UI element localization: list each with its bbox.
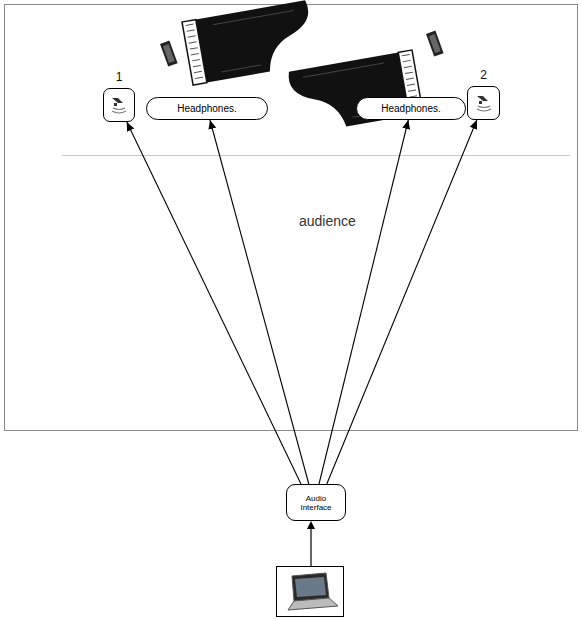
signal-arrow <box>210 120 309 484</box>
stage-edge <box>62 155 570 156</box>
bench-left <box>160 41 178 67</box>
signal-arrow <box>327 120 477 484</box>
piano-right <box>288 50 424 135</box>
headphones-box: Headphones. <box>146 97 268 120</box>
callout-number: 2 <box>468 68 499 82</box>
area-label: audience <box>299 213 356 229</box>
node-label: Headphones. <box>177 103 237 114</box>
audio-interface-box: Audio Interface <box>286 484 346 521</box>
laptop-icon <box>288 573 338 610</box>
laptop-box <box>277 567 344 617</box>
speaker-icon <box>473 92 495 114</box>
room-outline <box>5 5 578 431</box>
node-label: Headphones. <box>381 103 441 114</box>
speaker-box: 1 <box>103 88 135 122</box>
speaker-icon <box>108 94 130 116</box>
bench-right <box>426 31 444 57</box>
headphones-box: Headphones. <box>356 97 466 120</box>
signal-arrow <box>319 120 408 484</box>
laptop-arrowhead <box>307 521 315 529</box>
node-label: Audio Interface <box>299 494 333 512</box>
callout-number: 1 <box>104 70 134 84</box>
signal-arrow <box>127 122 301 484</box>
laptop-link <box>310 527 311 566</box>
speaker-box: 2 <box>467 86 500 120</box>
